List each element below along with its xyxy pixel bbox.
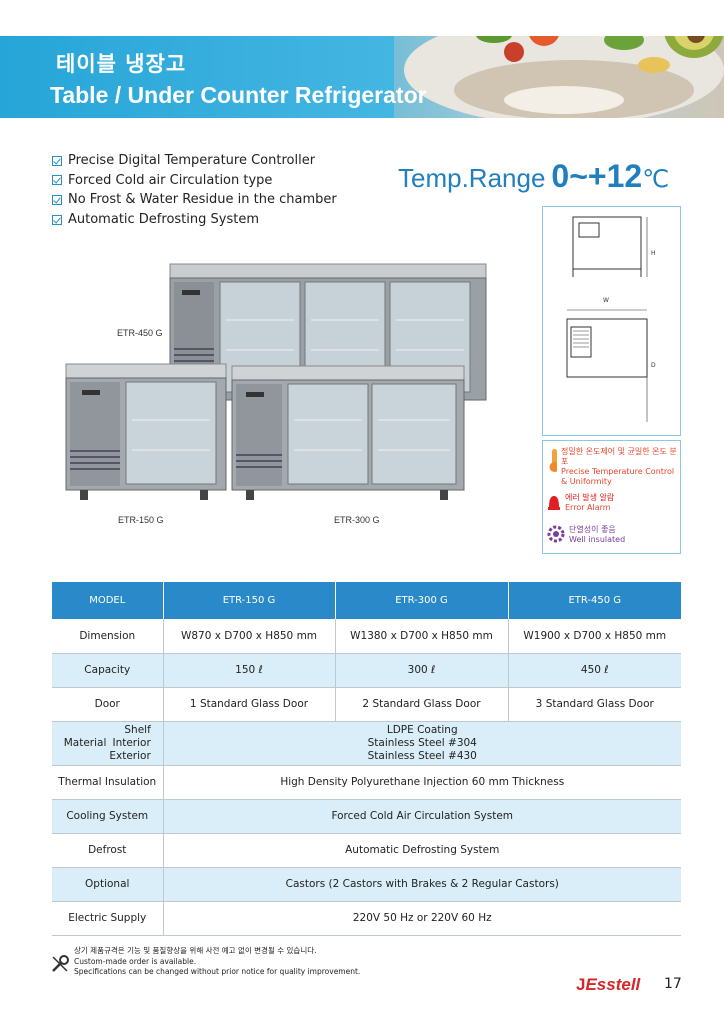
header-etr150: ETR-150 G	[163, 582, 336, 619]
row-label: Cooling System	[52, 799, 164, 834]
etr-300-unit	[231, 365, 465, 500]
cell: 150 ℓ	[163, 653, 336, 688]
etr-150-unit	[65, 363, 227, 500]
brand-name: Esstell	[585, 975, 641, 994]
row-label: Electric Supply	[52, 901, 164, 936]
cell: 300 ℓ	[335, 653, 509, 688]
row-label: Capacity	[52, 653, 164, 688]
label-etr-150: ETR-150 G	[118, 515, 164, 525]
cell: W1900 x D700 x H850 mm	[508, 619, 681, 654]
feature-text: Forced Cold air Circulation type	[68, 172, 273, 188]
label-etr-450: ETR-450 G	[117, 328, 163, 338]
thermometer-icon	[549, 449, 558, 472]
cell: 450 ℓ	[508, 653, 681, 688]
table-row: Cooling System Forced Cold Air Circulati…	[52, 799, 681, 834]
temp-range-unit: ℃	[642, 166, 670, 193]
dim-w-label: W	[603, 297, 609, 304]
insulation-icon	[547, 525, 565, 543]
material-label: Material	[63, 736, 107, 749]
material-sub: Exterior	[109, 749, 151, 762]
feature-item: No Frost & Water Residue in the chamber	[52, 190, 337, 210]
cell: 220V 50 Hz or 220V 60 Hz	[163, 901, 681, 936]
material-value: LDPE Coating	[386, 723, 458, 736]
table-row: Material Shelf Interior Exterior LDPE Co…	[52, 721, 681, 766]
temp-range-value: 0~+12	[551, 158, 643, 194]
cell: 1 Standard Glass Door	[163, 687, 336, 722]
feature-text: Precise Digital Temperature Controller	[68, 153, 316, 169]
feature-item: Forced Cold air Circulation type	[52, 171, 337, 191]
page-number: 17	[664, 976, 682, 992]
title-korean: 테이블 냉장고	[56, 52, 187, 76]
badge-error-ko: 에러 발생 알람	[565, 493, 615, 502]
cell: W1380 x D700 x H850 mm	[335, 619, 509, 654]
table-row: Thermal Insulation High Density Polyuret…	[52, 765, 681, 800]
header-etr300: ETR-300 G	[335, 582, 509, 619]
checkbox-icon	[52, 155, 62, 166]
badge-error-en: Error Alarm	[565, 503, 611, 512]
table-row: Door 1 Standard Glass Door 2 Standard Gl…	[52, 687, 681, 722]
dim-d-label: D	[651, 362, 656, 369]
badge-temp-en: Precise Temperature Control & Uniformity	[561, 467, 675, 486]
cell: High Density Polyurethane Injection 60 m…	[163, 765, 681, 800]
cell: 3 Standard Glass Door	[508, 687, 681, 722]
table-row: Optional Castors (2 Castors with Brakes …	[52, 867, 681, 902]
cell: Automatic Defrosting System	[163, 833, 681, 868]
checkbox-icon	[52, 194, 62, 205]
product-illustration	[65, 263, 487, 500]
feature-item: Precise Digital Temperature Controller	[52, 151, 337, 171]
row-label: Defrost	[52, 833, 164, 868]
technical-drawing: H W D	[542, 206, 681, 436]
cell: 2 Standard Glass Door	[335, 687, 509, 722]
checkbox-icon	[52, 214, 62, 225]
brand-logo: JEsstell	[576, 975, 641, 994]
tools-icon	[52, 955, 69, 972]
material-value: Stainless Steel #304	[367, 736, 477, 749]
checkbox-icon	[52, 175, 62, 186]
header-etr450: ETR-450 G	[508, 582, 681, 619]
footer-note-ko: 상기 제품규격은 기능 및 품질향상을 위해 사전 예고 없이 변경될 수 있습…	[74, 946, 317, 955]
badge-ins-ko: 단열성이 좋음	[569, 525, 616, 534]
table-row: Dimension W870 x D700 x H850 mm W1380 x …	[52, 619, 681, 654]
badge-temp-ko: 정밀한 온도제어 및 균일한 온도 분포	[561, 447, 677, 466]
row-label: Door	[52, 687, 164, 722]
header-banner: 테이블 냉장고 Table / Under Counter Refrigerat…	[0, 36, 724, 118]
row-label: Optional	[52, 867, 164, 902]
feature-text: No Frost & Water Residue in the chamber	[68, 192, 337, 208]
feature-item: Automatic Defrosting System	[52, 210, 337, 230]
temp-range-label: Temp.Range	[398, 163, 546, 193]
food-photo	[394, 36, 724, 118]
title-english: Table / Under Counter Refrigerator	[50, 82, 427, 108]
table-row: Defrost Automatic Defrosting System	[52, 833, 681, 868]
cell: Castors (2 Castors with Brakes & 2 Regul…	[163, 867, 681, 902]
footer-note: 상기 제품규격은 기능 및 품질향상을 위해 사전 예고 없이 변경될 수 있습…	[74, 946, 360, 978]
table-header-row: MODEL ETR-150 G ETR-300 G ETR-450 G	[52, 582, 681, 619]
cell: W870 x D700 x H850 mm	[163, 619, 336, 654]
header-model: MODEL	[52, 582, 164, 619]
table-row: Electric Supply 220V 50 Hz or 220V 60 Hz	[52, 901, 681, 936]
material-sub: Interior	[112, 736, 151, 749]
label-etr-300: ETR-300 G	[334, 515, 380, 525]
row-label-material: Material Shelf Interior Exterior	[52, 721, 164, 766]
feature-list: Precise Digital Temperature Controller F…	[52, 151, 337, 229]
row-label: Thermal Insulation	[52, 765, 164, 800]
material-value: Stainless Steel #430	[367, 749, 477, 762]
cell: Forced Cold Air Circulation System	[163, 799, 681, 834]
cell-material: LDPE Coating Stainless Steel #304 Stainl…	[163, 721, 681, 766]
material-sub: Shelf	[124, 723, 151, 736]
feature-text: Automatic Defrosting System	[68, 212, 259, 228]
alarm-icon	[548, 496, 560, 510]
dim-h-label: H	[651, 250, 656, 257]
badge-ins-en: Well insulated	[569, 535, 626, 544]
table-row: Capacity 150 ℓ 300 ℓ 450 ℓ	[52, 653, 681, 688]
spec-table: MODEL ETR-150 G ETR-300 G ETR-450 G Dime…	[52, 582, 681, 936]
footer-note-en1: Custom-made order is available.	[74, 956, 197, 966]
footer-note-en2: Specifications can be changed without pr…	[74, 967, 361, 976]
row-label: Dimension	[52, 619, 164, 654]
